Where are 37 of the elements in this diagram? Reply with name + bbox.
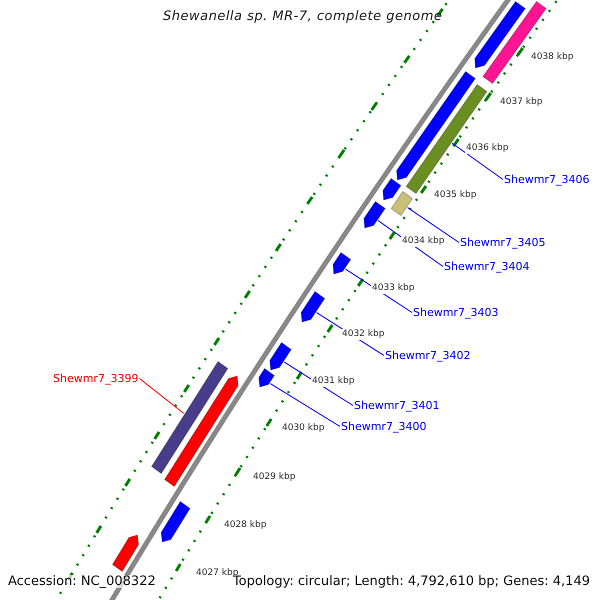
tick-label: 4028 kbp <box>223 520 268 531</box>
tick-label: 4034 kbp <box>401 236 446 247</box>
leader-line <box>270 383 340 427</box>
gene-label: Shewmr7_3400 <box>341 421 426 432</box>
tick-label: 4036 kbp <box>465 143 510 154</box>
gene-block <box>390 190 414 216</box>
tick-label: 4037 kbp <box>499 97 544 108</box>
tick-label: 4031 kbp <box>311 376 356 387</box>
tick-label: 4033 kbp <box>371 283 416 294</box>
gene-block <box>160 500 191 543</box>
gene-block <box>112 534 140 572</box>
gene-label: Shewmr7_3402 <box>385 350 470 361</box>
accession-text: Accession: NC_008322 <box>8 575 156 588</box>
tick-label: 4032 kbp <box>341 329 386 340</box>
gene-label: Shewmr7_3399 <box>53 373 138 384</box>
gene-block <box>150 360 228 474</box>
leader-line <box>138 378 184 414</box>
gene-block <box>332 252 352 275</box>
tick-label: 4029 kbp <box>252 472 296 483</box>
tick-label: 4038 kbp <box>530 52 574 63</box>
gene-label: Shewmr7_3403 <box>413 307 498 318</box>
gene-block <box>269 342 292 371</box>
gene-block <box>474 0 526 69</box>
gene-block <box>258 368 275 388</box>
map-title: Shewanella sp. MR-7, complete genome <box>163 10 442 23</box>
gene-label: Shewmr7_3404 <box>444 261 530 272</box>
leader-line <box>407 207 460 243</box>
tick-label: 4035 kbp <box>433 190 478 201</box>
gene-block <box>164 375 239 488</box>
gene-block <box>363 200 386 229</box>
gene-label: Shewmr7_3401 <box>354 400 440 411</box>
gene-block <box>300 290 326 323</box>
leader-line <box>452 142 504 180</box>
gene-label: Shewmr7_3406 <box>504 174 590 185</box>
gene-label: Shewmr7_3405 <box>460 237 546 248</box>
tick-label: 4030 kbp <box>281 423 326 434</box>
gene-block <box>382 178 402 201</box>
